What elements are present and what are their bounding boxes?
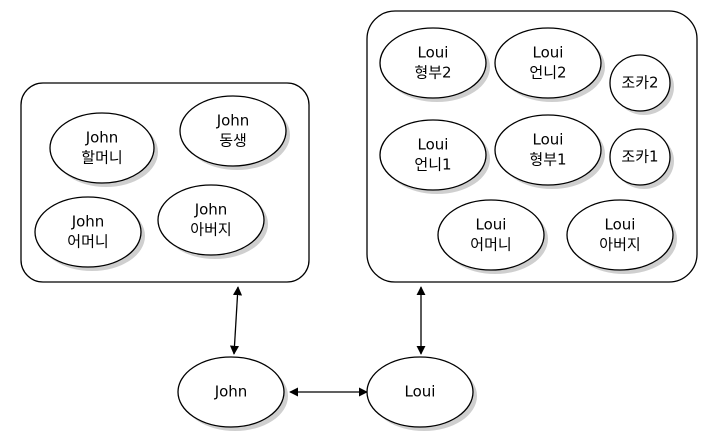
loui-niece-1-label-line-1: 조카1	[621, 148, 658, 166]
loui-brother-in-law-2-label-line-2: 형부2	[414, 64, 451, 82]
loui-mother-node: Loui 어머니	[437, 199, 548, 274]
john-father-label-line-1: John	[194, 201, 228, 219]
john-ellipse	[177, 356, 285, 428]
nodes-layer: John할머니John동생John어머니John아버지Loui형부2Loui언니…	[34, 27, 677, 431]
john-node: John	[177, 356, 288, 431]
john-father-label-line-2: 아버지	[190, 221, 231, 239]
loui-sister-2-label-line-2: 언니2	[529, 64, 566, 82]
loui-father-label-line-1: Loui	[605, 216, 636, 234]
john-father-ellipse	[157, 184, 265, 256]
loui-node: Loui	[366, 356, 477, 431]
john-sibling-label-line-2: 동생	[219, 132, 247, 150]
loui-label-line-1: Loui	[405, 383, 436, 401]
john-father-node: John 아버지	[157, 184, 268, 259]
loui-ellipse	[366, 356, 474, 428]
john-label-line-1: John	[214, 383, 248, 401]
john-grandmother-label-line-2: 할머니	[81, 149, 122, 167]
john-sibling-label-line-1: John	[216, 112, 250, 130]
loui-father-node: Loui 아버지	[566, 199, 677, 274]
john-grandmother-node: John 할머니	[49, 112, 158, 187]
loui-sister-2-label-line-1: Loui	[533, 44, 564, 62]
john-sibling-ellipse	[179, 95, 287, 167]
loui-sister-2-node: Loui 언니2	[494, 27, 605, 102]
loui-niece-1-ellipse	[609, 128, 671, 186]
loui-brother-in-law-1-label-line-1: Loui	[533, 131, 564, 149]
john-mother-label-line-1: John	[71, 213, 105, 231]
loui-niece-2-node: 조카2	[609, 54, 674, 115]
john-grandmother-label-line-1: John	[85, 129, 119, 147]
john-mother-node: John 어머니	[34, 196, 145, 271]
loui-sister-1-ellipse	[379, 119, 487, 191]
loui-brother-in-law-2-ellipse	[379, 27, 487, 99]
loui-brother-in-law-1-node: Loui 형부1	[494, 114, 605, 189]
loui-mother-ellipse	[437, 199, 545, 271]
loui-brother-in-law-2-node: Loui 형부2	[379, 27, 490, 102]
loui-father-ellipse	[566, 199, 674, 271]
loui-brother-in-law-1-ellipse	[494, 114, 602, 186]
loui-sister-1-label-line-2: 언니1	[414, 156, 451, 174]
loui-brother-in-law-2-label-line-1: Loui	[418, 44, 449, 62]
loui-brother-in-law-1-label-line-2: 형부1	[529, 151, 566, 169]
loui-father-label-line-2: 아버지	[599, 236, 640, 254]
loui-niece-2-ellipse	[609, 54, 671, 112]
john-to-john-family-connector	[229, 286, 243, 355]
loui-niece-2-label-line-1: 조카2	[621, 74, 658, 92]
loui-niece-1-node: 조카1	[609, 128, 674, 189]
john-mother-label-line-2: 어머니	[67, 233, 108, 251]
loui-mother-label-line-1: Loui	[476, 216, 507, 234]
john-sibling-node: John 동생	[179, 95, 290, 170]
loui-sister-1-node: Loui 언니1	[379, 119, 490, 194]
john-grandmother-ellipse	[49, 112, 155, 184]
loui-sister-1-label-line-1: Loui	[418, 136, 449, 154]
loui-mother-label-line-2: 어머니	[470, 236, 511, 254]
loui-sister-2-ellipse	[494, 27, 602, 99]
john-mother-ellipse	[34, 196, 142, 268]
